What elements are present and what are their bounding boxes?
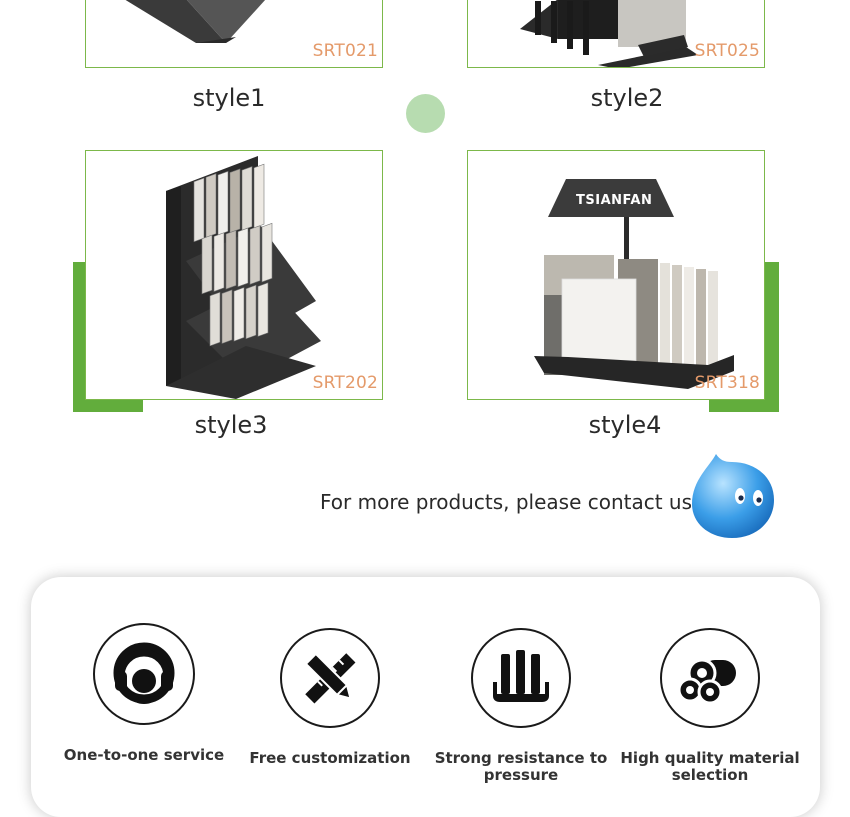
product-card-1[interactable]: SRT021: [85, 0, 383, 68]
feature-icon-circle: [660, 628, 760, 728]
feature-label: High quality material selection: [620, 749, 800, 784]
contact-text[interactable]: For more products, please contact us: [320, 490, 693, 514]
product-code: SRT025: [694, 41, 760, 61]
product-card-2[interactable]: SRT025: [467, 0, 765, 68]
pressure-icon: [493, 650, 549, 702]
product-code: SRT021: [312, 41, 378, 61]
feature-icon-circle: [93, 623, 195, 725]
feature-strong-resistance[interactable]: Strong resistance to pressure: [431, 628, 611, 784]
product-image-3: [166, 156, 321, 399]
feature-high-quality-material[interactable]: High quality material selection: [620, 628, 800, 784]
feature-icon-circle: [280, 628, 380, 728]
feature-label: Free customization: [249, 749, 411, 767]
product-image-4: [534, 179, 734, 389]
feature-icon-circle: [471, 628, 571, 728]
style-label-1: style1: [192, 84, 266, 112]
product-code: SRT202: [312, 373, 378, 393]
pencil-ruler-icon: [304, 652, 356, 704]
style-label-2: style2: [590, 84, 664, 112]
style-label-3: style3: [194, 411, 268, 439]
product-code: SRT318: [694, 373, 760, 393]
product-card-3[interactable]: SRT202: [85, 150, 383, 400]
product-card-4[interactable]: TSIANFAN SRT318: [467, 150, 765, 400]
pipes-icon: [677, 658, 736, 705]
style-label-4: style4: [588, 411, 662, 439]
feature-one-to-one-service[interactable]: One-to-one service: [54, 623, 234, 764]
mascot-icon[interactable]: [688, 452, 778, 542]
feature-label: One-to-one service: [63, 746, 225, 764]
feature-free-customization[interactable]: Free customization: [240, 628, 420, 767]
decorative-dot: [406, 94, 445, 133]
headset-icon: [113, 642, 175, 704]
feature-label: Strong resistance to pressure: [434, 749, 608, 784]
product-image-1: [125, 0, 266, 43]
product-image-2: [520, 0, 698, 67]
display-brand-text: TSIANFAN: [576, 193, 653, 208]
